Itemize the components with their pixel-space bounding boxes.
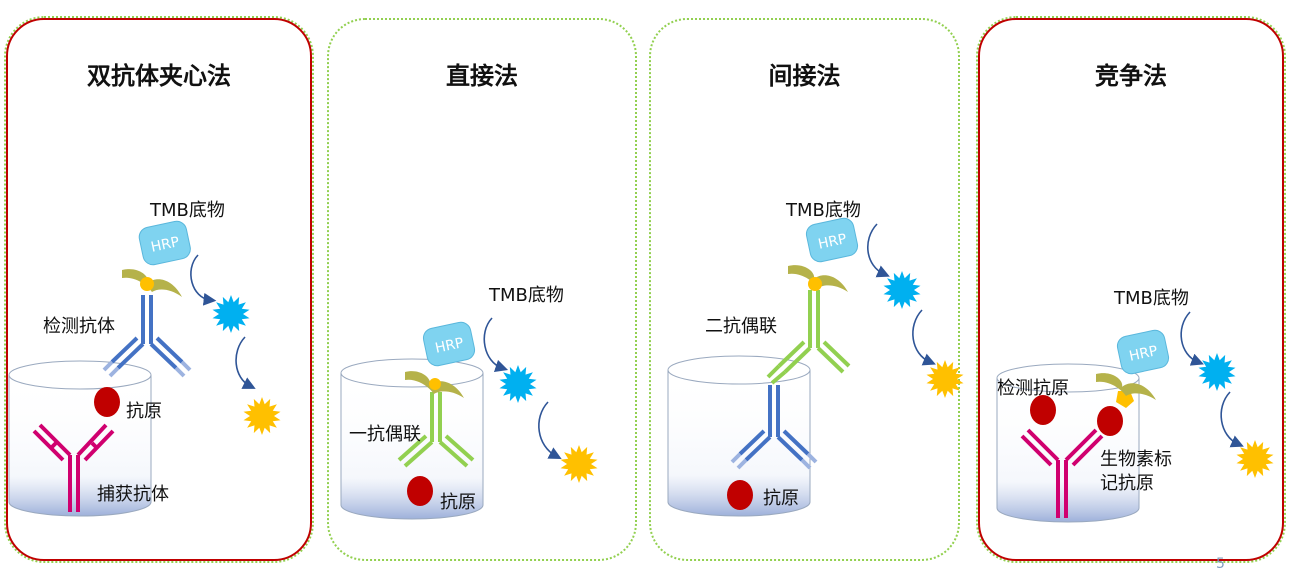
- secondary-antibody: [777, 290, 851, 374]
- linker: [140, 277, 154, 291]
- reaction-arrow: [1180, 311, 1204, 366]
- hrp-enzyme: HRP: [138, 220, 191, 266]
- label-primary-conjugate: 一抗偶联: [349, 424, 421, 445]
- panel-outer-border: [976, 16, 1286, 563]
- label-substrate: TMB底物: [489, 285, 564, 306]
- product-yellow: [243, 397, 281, 435]
- hrp-enzyme: HRP: [422, 321, 476, 367]
- panel-title: 竞争法: [1095, 62, 1167, 90]
- detection-antigen: [1030, 395, 1056, 425]
- label-secondary-conjugate: 二抗偶联: [705, 316, 777, 337]
- svg-text:HRP: HRP: [1128, 343, 1159, 365]
- label-detection-antigen: 检测抗原: [997, 378, 1069, 399]
- label-biotin-antigen: 生物素标记抗原: [1100, 449, 1172, 494]
- product-blue: [212, 295, 250, 333]
- label-substrate: TMB底物: [150, 200, 225, 221]
- product-yellow: [1236, 440, 1274, 478]
- primary-antibody: [397, 392, 475, 468]
- hrp-enzyme: HRP: [805, 217, 859, 263]
- biotin: [1116, 391, 1134, 408]
- biotin-antigen: [1097, 406, 1123, 436]
- label-antigen: 抗原: [440, 492, 476, 513]
- panel-outer-border: [4, 16, 314, 563]
- panel-frame: [649, 18, 960, 561]
- capture-antibody: [32, 423, 115, 512]
- reaction-arrow: [538, 401, 562, 459]
- antigen: [407, 476, 433, 506]
- well-cylinder: [667, 355, 811, 517]
- panel-title: 直接法: [446, 62, 518, 90]
- panel-indirect: 间接法: [649, 18, 960, 561]
- hrp-enzyme: HRP: [1116, 329, 1170, 375]
- label-antigen: 抗原: [763, 488, 799, 509]
- product-blue: [1198, 353, 1236, 391]
- panel-title: 间接法: [768, 62, 841, 90]
- reaction-arrow: [235, 336, 256, 389]
- detection-antibody: [110, 295, 184, 370]
- panel-competitive: 竞争法: [976, 16, 1286, 563]
- panel-title: 双抗体夹心法: [87, 62, 231, 90]
- label-capture-antibody: 捕获抗体: [97, 484, 169, 505]
- label-substrate: TMB底物: [786, 200, 861, 221]
- panel-frame: [978, 18, 1284, 561]
- linker: [429, 378, 441, 390]
- antigen: [727, 480, 753, 510]
- panel-frame: [327, 18, 637, 561]
- panel-direct: 直接法: [327, 18, 637, 561]
- svg-text:HRP: HRP: [434, 335, 465, 357]
- label-substrate: TMB底物: [1114, 288, 1189, 309]
- product-blue: [883, 271, 921, 309]
- svg-text:HRP: HRP: [817, 231, 848, 253]
- reaction-arrow: [1220, 391, 1244, 448]
- reaction-arrow: [190, 254, 217, 306]
- reaction-arrow: [912, 309, 936, 366]
- reaction-arrow: [483, 317, 509, 373]
- product-yellow: [926, 360, 964, 398]
- svg-text:HRP: HRP: [150, 234, 181, 256]
- streptavidin: [1096, 373, 1156, 400]
- panel-sandwich: 双抗体夹心法: [4, 16, 314, 563]
- product-yellow: [560, 445, 598, 483]
- reaction-arrow: [867, 223, 890, 278]
- product-blue: [499, 365, 537, 403]
- linker: [808, 277, 822, 291]
- primary-antibody: [738, 385, 810, 462]
- panel-frame: [6, 18, 312, 561]
- label-detection-antibody: 检测抗体: [43, 316, 115, 337]
- page-number: 5: [1216, 556, 1225, 572]
- label-antigen: 抗原: [126, 401, 162, 422]
- capture-antibody: [1020, 428, 1104, 518]
- antigen: [94, 387, 120, 417]
